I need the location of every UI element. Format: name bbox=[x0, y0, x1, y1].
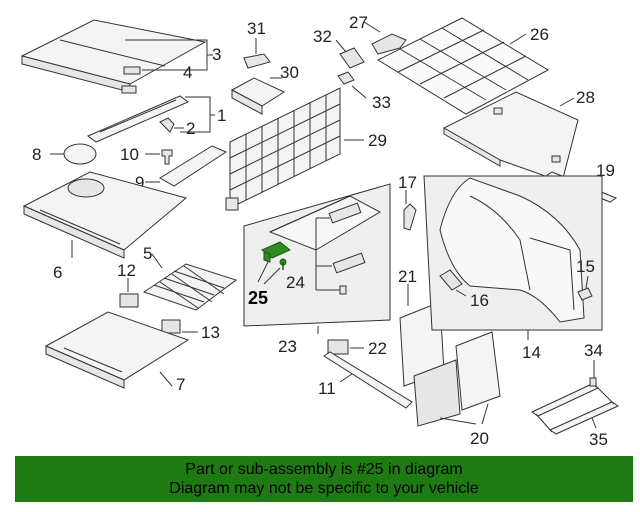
label-32: 32 bbox=[313, 27, 332, 46]
part-27-hook bbox=[371, 33, 407, 55]
part-20-net bbox=[413, 359, 461, 427]
part-28-floor-mat bbox=[442, 91, 579, 183]
banner-line-1: Part or sub-assembly is #25 in diagram bbox=[185, 461, 463, 478]
label-35: 35 bbox=[589, 430, 608, 449]
label-33: 33 bbox=[372, 93, 391, 112]
label-7: 7 bbox=[176, 375, 185, 394]
label-25: 25 bbox=[248, 288, 268, 308]
part-31-bracket bbox=[243, 53, 271, 69]
label-30: 30 bbox=[280, 63, 299, 82]
part-13-block bbox=[161, 319, 181, 334]
label-34: 34 bbox=[584, 341, 603, 360]
part-3-cargo-cover bbox=[20, 19, 207, 94]
banner-line-2: Diagram may not be specific to your vehi… bbox=[169, 480, 479, 497]
label-11: 11 bbox=[318, 379, 336, 398]
label-13: 13 bbox=[201, 323, 220, 342]
label-24: 24 bbox=[286, 273, 305, 292]
label-10: 10 bbox=[120, 145, 139, 164]
label-8: 8 bbox=[32, 145, 41, 164]
part-10-clip bbox=[161, 149, 173, 165]
part-7-lower-tray bbox=[44, 311, 190, 389]
label-31: 31 bbox=[247, 19, 266, 38]
label-26: 26 bbox=[530, 25, 549, 44]
parts-diagram: 3 4 1 2 8 10 9 6 5 12 bbox=[20, 13, 620, 449]
part-35-rail-set bbox=[530, 377, 620, 435]
part-26-cargo-net bbox=[376, 17, 550, 115]
label-22: 22 bbox=[368, 339, 387, 358]
label-12: 12 bbox=[117, 261, 136, 280]
label-4: 4 bbox=[183, 63, 192, 82]
label-15: 15 bbox=[576, 257, 595, 276]
part-8-plug bbox=[63, 143, 97, 165]
label-3: 3 bbox=[212, 45, 221, 64]
part-33-clip bbox=[337, 71, 355, 85]
part-32-bracket bbox=[339, 47, 365, 69]
label-29: 29 bbox=[368, 131, 387, 150]
part-16-clip bbox=[439, 269, 463, 291]
part-1-sill-trim bbox=[87, 95, 189, 143]
label-20: 20 bbox=[470, 429, 489, 448]
part-17-strip bbox=[403, 203, 417, 231]
label-17: 17 bbox=[398, 173, 417, 192]
part-12-block bbox=[119, 293, 139, 308]
part-2-clip bbox=[159, 117, 175, 133]
label-5: 5 bbox=[143, 244, 152, 263]
part-20-panel bbox=[455, 331, 501, 411]
label-14: 14 bbox=[522, 343, 541, 362]
label-23: 23 bbox=[278, 337, 297, 356]
info-banner: Part or sub-assembly is #25 in diagram D… bbox=[15, 456, 633, 502]
label-2: 2 bbox=[186, 119, 195, 138]
part-22-clip bbox=[327, 339, 349, 355]
label-19: 19 bbox=[596, 161, 615, 180]
part-29-net-partition bbox=[225, 87, 341, 211]
part-5-grid-mat bbox=[142, 263, 238, 311]
part-6-floor-tray bbox=[22, 171, 188, 259]
part-11-strip bbox=[323, 351, 413, 409]
label-6: 6 bbox=[53, 263, 62, 282]
label-1: 1 bbox=[217, 106, 226, 125]
part-9-bracket bbox=[159, 145, 228, 187]
part-23-cargo-cover bbox=[268, 195, 382, 295]
part-15-clip bbox=[577, 287, 593, 301]
label-9: 9 bbox=[135, 173, 144, 192]
label-16: 16 bbox=[470, 291, 489, 310]
label-21: 21 bbox=[398, 267, 417, 286]
label-28: 28 bbox=[576, 88, 595, 107]
label-27: 27 bbox=[349, 13, 368, 32]
part-14-side-trim bbox=[439, 177, 585, 323]
part-25-highlighted-bracket bbox=[261, 241, 291, 270]
